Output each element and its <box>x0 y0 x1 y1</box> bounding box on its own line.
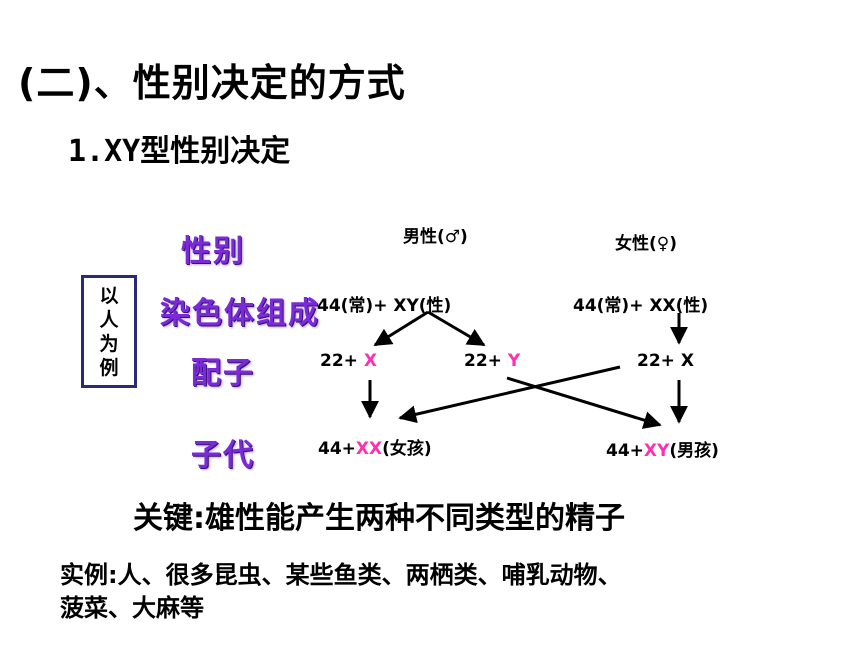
female-chromosomes: 44(常)+ XX(性) <box>573 296 709 316</box>
examples-line-2: 菠菜、大麻等 <box>60 594 204 622</box>
offspring-girl-sex: XX <box>355 439 383 459</box>
gamete-x-chromosome: X <box>363 351 377 371</box>
subtitle-text: 型性别决定 <box>140 134 291 169</box>
gamete-y-chromosome: Y <box>507 351 521 371</box>
example-char: 为 <box>99 333 119 355</box>
section-subtitle: 1.XY型性别决定 <box>68 126 290 170</box>
female-gamete: 22+ X <box>637 351 694 371</box>
row-label-sex: 性别 <box>181 234 245 269</box>
gamete-prefix: 22+ <box>464 351 508 371</box>
subtitle-number: 1.XY <box>68 134 141 169</box>
arrow-female-x-to-girl <box>398 365 621 424</box>
page-title: (二)、性别决定的方式 <box>18 61 406 105</box>
offspring-girl: 44+XX(女孩) <box>318 434 432 459</box>
arrow-y-to-boy <box>506 376 662 429</box>
example-box: 以 人 为 例 <box>81 275 137 388</box>
arrow-male-to-y <box>427 310 486 347</box>
offspring-boy-sex: XY <box>643 441 670 461</box>
example-char: 以 <box>99 285 119 307</box>
row-label-chromosome: 染色体组成 <box>160 296 320 331</box>
offspring-prefix: 44+ <box>606 441 644 461</box>
male-gamete-y: 22+ Y <box>464 351 520 371</box>
offspring-boy-suffix: (男孩) <box>669 441 719 461</box>
offspring-prefix: 44+ <box>318 439 356 459</box>
row-label-gamete: 配子 <box>191 356 255 391</box>
key-point: 关键:雄性能产生两种不同类型的精子 <box>133 501 625 536</box>
arrow-male-to-x <box>373 310 429 347</box>
female-label: 女性(♀) <box>615 234 677 254</box>
offspring-boy: 44+XY(男孩) <box>606 436 719 461</box>
male-gamete-x: 22+ X <box>320 351 377 371</box>
offspring-girl-suffix: (女孩) <box>382 439 432 459</box>
example-char: 人 <box>99 309 119 331</box>
male-chromosomes: 44(常)+ XY(性) <box>317 296 452 316</box>
gamete-prefix: 22+ <box>320 351 364 371</box>
male-label: 男性(♂) <box>403 227 468 247</box>
row-label-offspring: 子代 <box>191 438 255 473</box>
examples-line-1: 实例:人、很多昆虫、某些鱼类、两栖类、哺乳动物、 <box>60 561 622 589</box>
example-char: 例 <box>99 357 119 379</box>
